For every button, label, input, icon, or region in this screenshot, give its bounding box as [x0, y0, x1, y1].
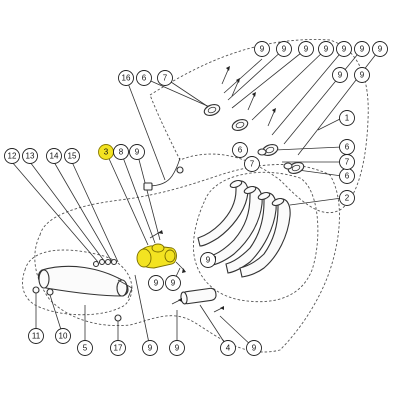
- outline-headers: [193, 171, 319, 303]
- callout-11[interactable]: 11: [28, 328, 44, 344]
- callout-9[interactable]: 9: [246, 340, 262, 356]
- callout-6[interactable]: 6: [232, 142, 248, 158]
- callout-7[interactable]: 7: [244, 156, 260, 172]
- callout-9[interactable]: 9: [254, 41, 270, 57]
- svg-text:7: 7: [345, 158, 350, 167]
- callout-4[interactable]: 4: [220, 340, 236, 356]
- svg-text:9: 9: [282, 45, 287, 54]
- callout-1[interactable]: 1: [339, 110, 355, 126]
- svg-text:8: 8: [119, 148, 124, 157]
- callout-9[interactable]: 9: [372, 41, 388, 57]
- callout-9[interactable]: 9: [276, 41, 292, 57]
- callouts: 1 2 3 4 5 6 6 6 6 7 7 7 8 9 9 9 9 9 9 9 …: [4, 41, 388, 356]
- callout-9[interactable]: 9: [142, 340, 158, 356]
- svg-text:4: 4: [226, 344, 231, 353]
- callout-5[interactable]: 5: [77, 340, 93, 356]
- svg-text:16: 16: [122, 74, 131, 83]
- callout-9[interactable]: 9: [318, 41, 334, 57]
- callout-8[interactable]: 8: [113, 144, 129, 160]
- callout-9[interactable]: 9: [332, 67, 348, 83]
- callout-9[interactable]: 9: [148, 275, 164, 291]
- callout-16[interactable]: 16: [118, 70, 134, 86]
- outline-main: [34, 164, 340, 353]
- callout-6[interactable]: 6: [339, 139, 355, 155]
- callout-9[interactable]: 9: [165, 275, 181, 291]
- callout-7[interactable]: 7: [157, 70, 173, 86]
- part-muffler: [37, 265, 133, 299]
- svg-text:6: 6: [345, 172, 350, 181]
- svg-text:9: 9: [252, 344, 257, 353]
- svg-text:2: 2: [345, 194, 350, 203]
- svg-text:9: 9: [360, 45, 365, 54]
- callout-9[interactable]: 9: [354, 41, 370, 57]
- callout-6[interactable]: 6: [136, 70, 152, 86]
- part-sensor-cable: [143, 157, 184, 191]
- callout-17[interactable]: 17: [110, 340, 126, 356]
- callout-13[interactable]: 13: [22, 148, 38, 164]
- callout-15[interactable]: 15: [64, 148, 80, 164]
- callout-12[interactable]: 12: [4, 148, 20, 164]
- svg-text:9: 9: [171, 279, 176, 288]
- callout-14[interactable]: 14: [46, 148, 62, 164]
- svg-text:9: 9: [378, 45, 383, 54]
- svg-text:9: 9: [260, 45, 265, 54]
- svg-text:9: 9: [304, 45, 309, 54]
- svg-text:7: 7: [163, 74, 168, 83]
- callout-9[interactable]: 9: [169, 340, 185, 356]
- svg-text:9: 9: [324, 45, 329, 54]
- callout-10[interactable]: 10: [55, 328, 71, 344]
- svg-text:9: 9: [148, 344, 153, 353]
- part-collector-highlighted: [136, 243, 177, 269]
- svg-text:9: 9: [154, 279, 159, 288]
- svg-text:9: 9: [206, 256, 211, 265]
- svg-text:3: 3: [104, 148, 109, 157]
- callout-6[interactable]: 6: [339, 168, 355, 184]
- callout-9[interactable]: 9: [298, 41, 314, 57]
- svg-text:12: 12: [8, 152, 17, 161]
- svg-text:7: 7: [250, 160, 255, 169]
- svg-text:11: 11: [32, 332, 41, 341]
- svg-text:9: 9: [175, 344, 180, 353]
- svg-text:14: 14: [50, 152, 59, 161]
- callout-2[interactable]: 2: [339, 190, 355, 206]
- part-gaskets: [203, 104, 305, 174]
- svg-text:6: 6: [142, 74, 147, 83]
- svg-text:6: 6: [345, 143, 350, 152]
- svg-text:5: 5: [83, 344, 88, 353]
- part-bolts-upper: [221, 66, 276, 127]
- callout-9[interactable]: 9: [354, 67, 370, 83]
- callout-9[interactable]: 9: [200, 252, 216, 268]
- callout-3[interactable]: 3: [98, 144, 114, 160]
- leader-lines: [11, 48, 381, 349]
- svg-text:9: 9: [342, 45, 347, 54]
- svg-text:1: 1: [345, 114, 350, 123]
- callout-9[interactable]: 9: [336, 41, 352, 57]
- callout-7[interactable]: 7: [339, 154, 355, 170]
- svg-text:9: 9: [338, 71, 343, 80]
- svg-text:9: 9: [360, 71, 365, 80]
- svg-text:15: 15: [68, 152, 77, 161]
- svg-text:10: 10: [59, 332, 68, 341]
- svg-text:13: 13: [26, 152, 35, 161]
- outline-muffler: [22, 249, 133, 316]
- part-link-pipe: [180, 287, 217, 305]
- svg-text:9: 9: [135, 148, 140, 157]
- callout-9[interactable]: 9: [129, 144, 145, 160]
- svg-text:17: 17: [114, 344, 123, 353]
- svg-text:6: 6: [238, 146, 243, 155]
